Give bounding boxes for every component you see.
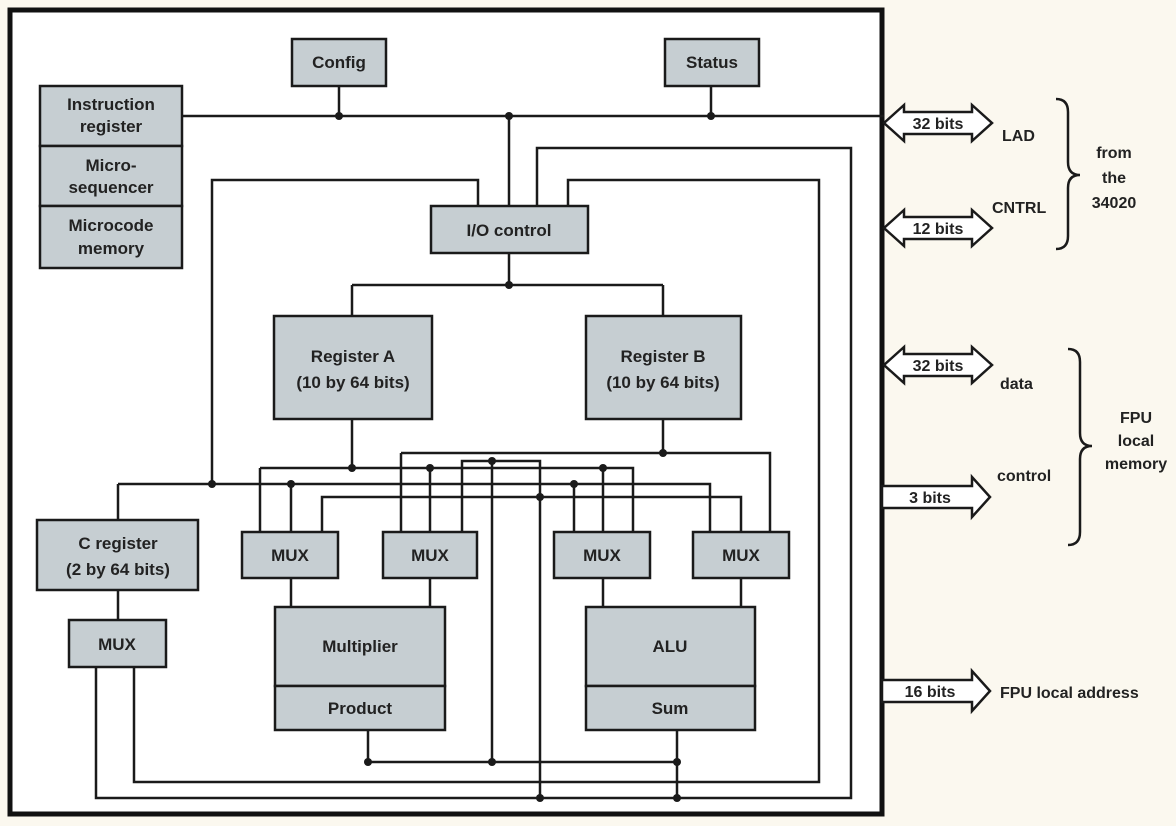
status-label: Status <box>686 53 738 72</box>
io-control-label: I/O control <box>467 221 552 240</box>
mux-1: MUX <box>240 530 340 580</box>
cntrl-bus-arrow: 12 bits <box>882 207 994 249</box>
mux-c-label: MUX <box>98 635 136 654</box>
memory-brace-label-line2: local <box>1118 433 1154 450</box>
control-label: control <box>997 468 1051 485</box>
mux-3-label: MUX <box>583 546 621 565</box>
data-label: data <box>1000 376 1033 393</box>
interconnect-wires <box>94 87 884 800</box>
control-bus-arrow: 3 bits <box>880 473 992 521</box>
c-register-block: C register (2 by 64 bits) <box>35 518 200 592</box>
lad-label: LAD <box>1002 128 1035 145</box>
config-label: Config <box>312 53 366 72</box>
sum-label: Sum <box>652 699 689 718</box>
status-block: Status <box>663 37 761 88</box>
data-width-label: 32 bits <box>913 358 964 375</box>
mux-4-label: MUX <box>722 546 760 565</box>
address-bus-arrow: 16 bits <box>880 667 992 715</box>
c-register-label-line2: (2 by 64 bits) <box>66 560 170 579</box>
cntrl-width-label: 12 bits <box>913 221 964 238</box>
register-b-label-line2: (10 by 64 bits) <box>606 373 719 392</box>
control-width-label: 3 bits <box>909 490 951 507</box>
multiplier-block: Multiplier <box>273 605 447 688</box>
mux-c: MUX <box>67 618 168 669</box>
register-a-label-line1: Register A <box>311 347 395 366</box>
microsequencer-label-line1: Micro- <box>86 156 137 175</box>
sum-block: Sum <box>584 684 757 732</box>
address-width-label: 16 bits <box>905 684 956 701</box>
microsequencer-block: Micro- sequencer <box>38 144 184 208</box>
register-b-label-line1: Register B <box>620 347 705 366</box>
mux-4: MUX <box>691 530 791 580</box>
product-label: Product <box>328 699 393 718</box>
register-b-block: Register B (10 by 64 bits) <box>584 314 743 421</box>
microcode-memory-block: Microcode memory <box>38 204 184 270</box>
alu-label: ALU <box>653 637 688 656</box>
instruction-register-label-line2: register <box>80 117 143 136</box>
cntrl-label: CNTRL <box>992 200 1046 217</box>
memory-brace-label-line3: memory <box>1105 456 1167 473</box>
mux-1-label: MUX <box>271 546 309 565</box>
mux-2-label: MUX <box>411 546 449 565</box>
register-a-label-line2: (10 by 64 bits) <box>296 373 409 392</box>
host-brace-label-line2: the <box>1102 170 1126 187</box>
config-block: Config <box>290 37 388 88</box>
register-a-block: Register A (10 by 64 bits) <box>272 314 434 421</box>
alu-block: ALU <box>584 605 757 688</box>
io-control-block: I/O control <box>429 204 590 255</box>
memory-brace-label-line1: FPU <box>1120 410 1152 427</box>
memory-brace <box>1067 347 1093 547</box>
junction-dots <box>208 112 715 802</box>
lad-bus-arrow: 32 bits <box>882 102 994 144</box>
microcode-memory-label-line1: Microcode <box>68 216 153 235</box>
instruction-register-block: Instruction register <box>38 84 184 148</box>
multiplier-label: Multiplier <box>322 637 398 656</box>
host-brace-label-line1: from <box>1096 145 1132 162</box>
lad-width-label: 32 bits <box>913 116 964 133</box>
address-label: FPU local address <box>1000 685 1139 702</box>
c-register-label-line1: C register <box>78 534 158 553</box>
host-brace <box>1055 97 1081 251</box>
mux-3: MUX <box>552 530 652 580</box>
data-bus-arrow: 32 bits <box>882 344 994 386</box>
microsequencer-label-line2: sequencer <box>68 178 153 197</box>
host-brace-label-line3: 34020 <box>1092 195 1137 212</box>
microcode-memory-label-line2: memory <box>78 239 145 258</box>
product-block: Product <box>273 684 447 732</box>
mux-2: MUX <box>381 530 479 580</box>
instruction-register-label-line1: Instruction <box>67 95 155 114</box>
